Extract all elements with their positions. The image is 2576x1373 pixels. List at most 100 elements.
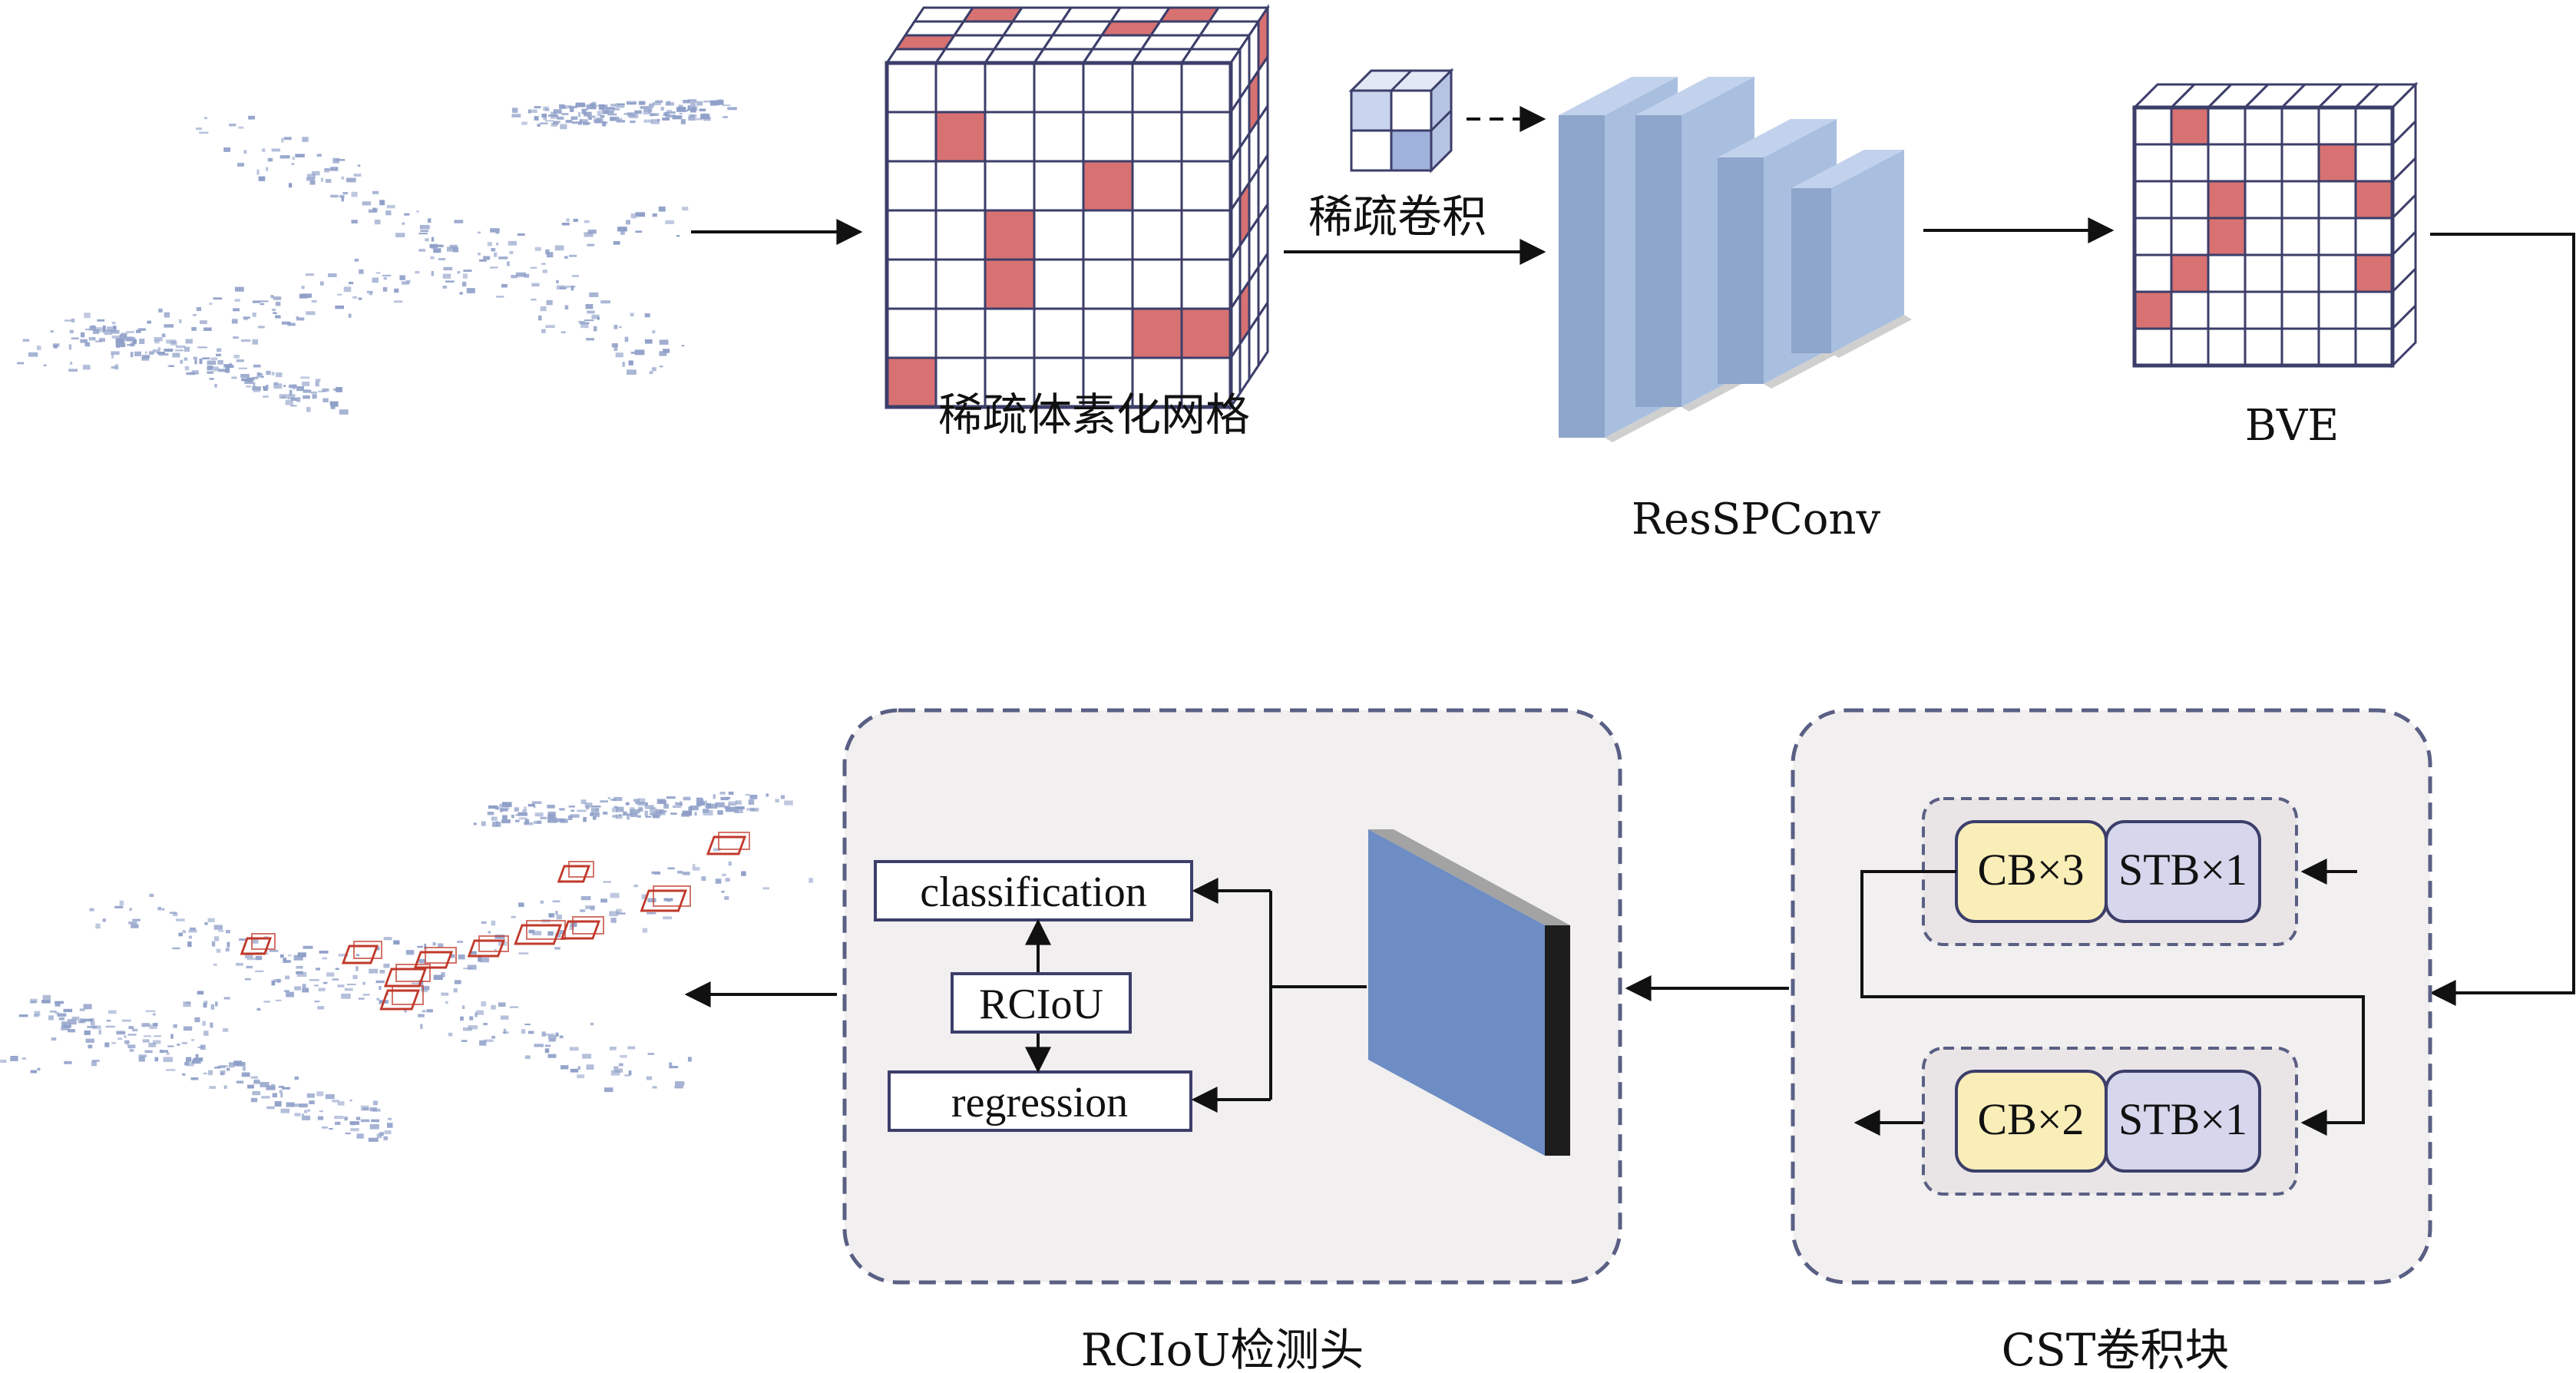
point [679, 112, 683, 115]
point [88, 336, 95, 341]
point [243, 317, 249, 320]
point [231, 319, 238, 324]
detection-box-back [572, 916, 604, 935]
point [260, 376, 264, 378]
point [126, 331, 134, 333]
point [569, 925, 574, 930]
point [627, 102, 637, 105]
point [613, 796, 623, 802]
point [330, 167, 339, 171]
voxel-front-cell [1082, 111, 1134, 163]
point [590, 808, 600, 813]
point [624, 1074, 630, 1077]
point [597, 104, 599, 107]
point [180, 359, 184, 364]
bve-feature-grid [2131, 81, 2419, 369]
point [185, 339, 193, 344]
point [326, 972, 335, 977]
voxel-front-cell [934, 258, 987, 310]
point [418, 249, 425, 252]
bve-cell [2133, 180, 2173, 220]
point [633, 884, 638, 888]
point [651, 871, 661, 875]
kernel-front-cell [1390, 129, 1433, 172]
point [43, 364, 47, 366]
point [454, 980, 461, 984]
point [290, 1103, 301, 1107]
point [210, 1004, 214, 1010]
point [623, 813, 633, 816]
point [701, 876, 706, 882]
point [655, 100, 663, 104]
point [618, 326, 622, 329]
point [124, 1040, 130, 1044]
point [286, 991, 294, 997]
cb-label-row1: CB×3 [1977, 845, 2084, 895]
point [289, 389, 293, 395]
point [555, 911, 558, 915]
point [457, 941, 464, 943]
point [316, 379, 321, 382]
point [132, 1028, 138, 1032]
point [266, 385, 269, 389]
point [250, 1097, 258, 1103]
point [577, 111, 581, 117]
point [548, 913, 555, 918]
point [263, 387, 268, 391]
point [517, 233, 525, 236]
point [330, 404, 336, 409]
point [692, 106, 698, 111]
point [296, 316, 299, 319]
point [541, 329, 546, 333]
point [163, 1050, 169, 1053]
point [50, 330, 54, 333]
point [55, 1002, 61, 1007]
point [187, 1062, 194, 1067]
point [242, 1066, 246, 1071]
point [372, 277, 379, 283]
point [226, 1067, 230, 1071]
point [64, 319, 72, 322]
point [307, 1109, 310, 1112]
point [210, 357, 218, 360]
point [280, 954, 284, 958]
bve-cell [2317, 106, 2357, 146]
point [610, 117, 616, 121]
point [170, 1034, 174, 1039]
point [121, 332, 127, 336]
point [127, 344, 134, 346]
point [341, 197, 344, 202]
point [577, 1074, 585, 1078]
point [611, 343, 618, 348]
point [21, 1057, 26, 1060]
point [544, 108, 550, 111]
point [252, 938, 259, 944]
point [227, 941, 230, 948]
point [256, 169, 260, 175]
point [91, 1060, 97, 1067]
point [570, 1068, 579, 1073]
point [570, 108, 574, 112]
point [64, 1060, 72, 1064]
point [296, 971, 307, 978]
point [719, 792, 726, 795]
point [577, 1066, 580, 1070]
point [552, 900, 561, 903]
point [620, 1054, 627, 1058]
point [261, 1096, 270, 1099]
point [491, 920, 496, 926]
point [316, 154, 322, 157]
point [312, 394, 317, 399]
point [382, 286, 388, 292]
point [375, 272, 381, 274]
detection-box-back [353, 941, 382, 959]
point [103, 329, 112, 333]
point [154, 339, 160, 344]
point [541, 263, 546, 265]
point [338, 954, 349, 957]
point [615, 103, 625, 108]
voxel-front-cell [934, 111, 987, 163]
point [674, 806, 682, 809]
point [233, 308, 240, 312]
point [166, 1052, 170, 1055]
